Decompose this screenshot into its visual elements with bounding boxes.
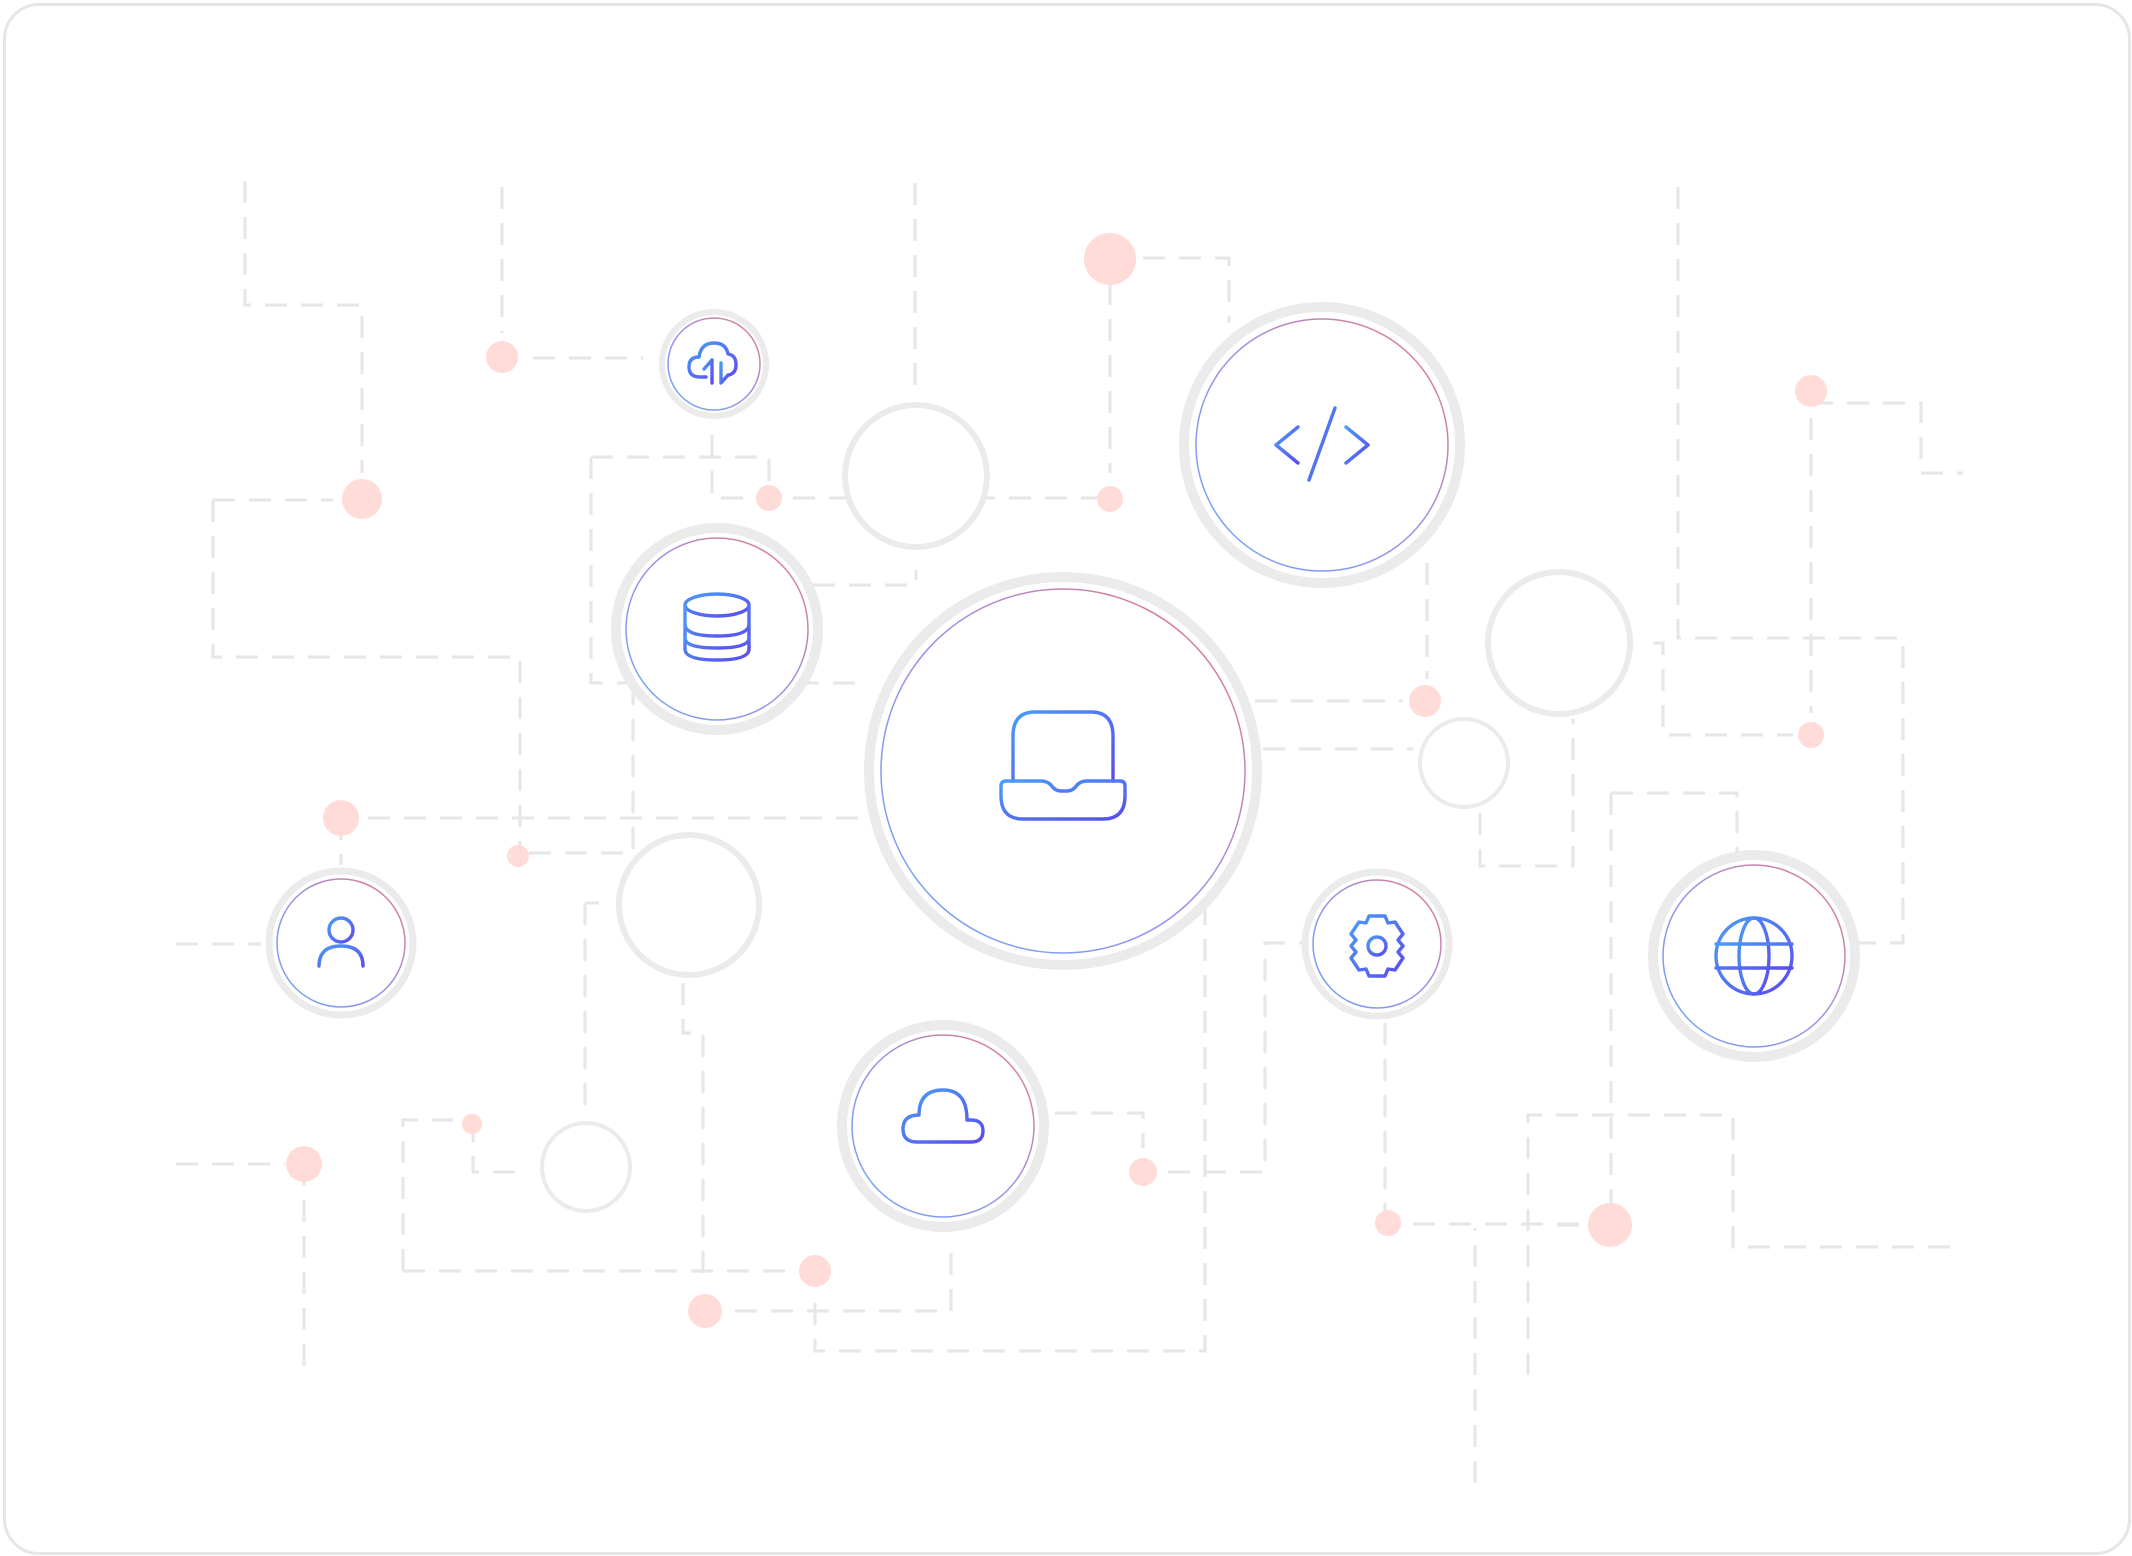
cloud-sync-node[interactable] — [659, 309, 769, 419]
connection-dot — [1084, 233, 1136, 285]
user-icon — [317, 916, 365, 968]
settings-node[interactable] — [1301, 868, 1453, 1020]
connection-dot — [1097, 486, 1123, 512]
connection-dot — [1375, 1210, 1401, 1236]
database-node[interactable] — [611, 523, 823, 735]
connection-dots — [286, 233, 1827, 1328]
diagram-frame — [3, 3, 2131, 1555]
connection-dot — [342, 479, 382, 519]
connection-dot — [1795, 375, 1827, 407]
user-node[interactable] — [265, 867, 417, 1019]
connection-dot — [486, 341, 518, 373]
connection-dot — [799, 1255, 831, 1287]
network-diagram — [176, 181, 1963, 1483]
globe-node[interactable] — [1648, 850, 1860, 1062]
cloud-icon — [901, 1088, 985, 1144]
connection-dot — [1129, 1158, 1157, 1186]
connection-dot — [688, 1294, 722, 1328]
connection-dot — [323, 800, 359, 836]
laptop-icon — [999, 710, 1127, 821]
connection-dot — [507, 845, 529, 867]
database-icon — [683, 592, 751, 662]
connection-dot — [1798, 722, 1824, 748]
empty-nodes — [540, 402, 1633, 1213]
empty-node — [616, 832, 762, 978]
connection-dot — [756, 485, 782, 511]
connection-dot — [286, 1146, 322, 1182]
connector-lines — [176, 181, 1963, 1483]
code-icon — [1274, 406, 1370, 482]
cloud-node[interactable] — [837, 1020, 1049, 1232]
laptop-node[interactable] — [864, 572, 1262, 970]
empty-node — [540, 1121, 632, 1213]
empty-node — [1485, 569, 1633, 717]
globe-icon — [1714, 916, 1794, 996]
connection-dot — [1588, 1203, 1632, 1247]
cloud-sync-icon — [687, 341, 738, 385]
gear-icon — [1349, 914, 1405, 978]
empty-node — [842, 402, 990, 550]
code-node[interactable] — [1179, 302, 1465, 588]
connection-dot — [462, 1114, 482, 1134]
connection-dot — [1409, 685, 1441, 717]
empty-node — [1418, 717, 1510, 809]
